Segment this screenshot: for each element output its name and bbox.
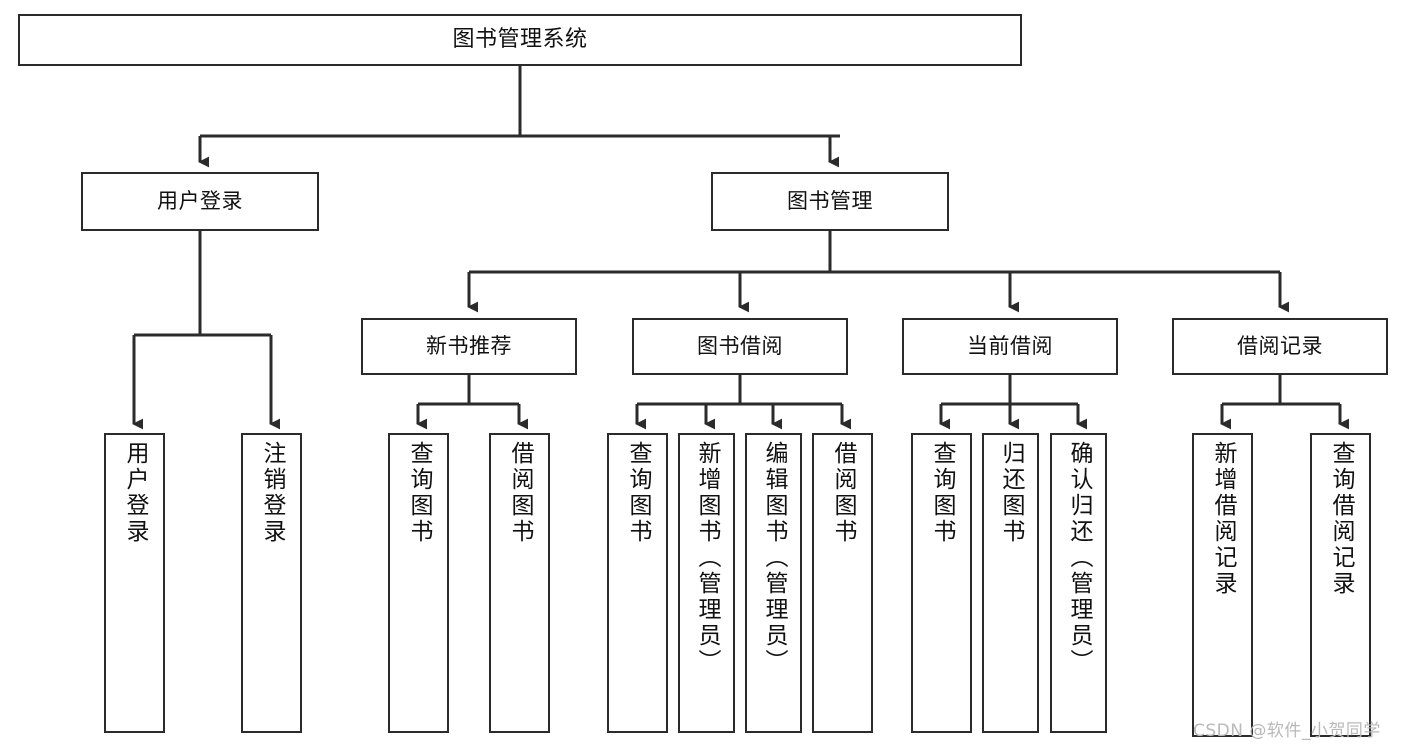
leaf-borrow-book-newbook[interactable]: 借阅图书	[489, 433, 550, 733]
leaf-borrow-book-borrow[interactable]: 借阅图书	[812, 433, 873, 733]
leaf-edit-book-admin-label: 编辑图书（管理员）	[761, 441, 787, 675]
leaf-query-book-borrow[interactable]: 查询图书	[607, 433, 668, 733]
csdn-watermark: CSDN @软件_小贺同学	[1193, 721, 1381, 741]
node-book-management[interactable]: 图书管理	[711, 172, 949, 231]
node-borrow-record-label: 借阅记录	[1237, 334, 1323, 359]
leaf-query-book-newbook[interactable]: 查询图书	[388, 433, 449, 733]
leaf-add-borrow-record-label: 新增借阅记录	[1210, 441, 1236, 597]
leaf-borrow-book-borrow-label: 借阅图书	[830, 441, 856, 545]
leaf-query-book-borrow-label: 查询图书	[625, 441, 651, 545]
leaf-query-borrow-record-label: 查询借阅记录	[1328, 441, 1354, 597]
leaf-query-borrow-record[interactable]: 查询借阅记录	[1310, 433, 1371, 737]
leaf-confirm-return-admin[interactable]: 确认归还（管理员）	[1050, 433, 1107, 733]
node-user-login-label: 用户登录	[157, 189, 243, 214]
node-user-login[interactable]: 用户登录	[81, 172, 319, 231]
node-borrow-record[interactable]: 借阅记录	[1172, 318, 1388, 375]
leaf-logout-label: 注销登录	[259, 441, 285, 545]
node-current-borrow-label: 当前借阅	[967, 334, 1053, 359]
node-book-management-label: 图书管理	[787, 189, 873, 214]
leaf-logout[interactable]: 注销登录	[241, 433, 302, 733]
node-book-borrow[interactable]: 图书借阅	[632, 318, 848, 375]
leaf-query-book-current-label: 查询图书	[929, 441, 955, 545]
leaf-user-login-label: 用户登录	[122, 441, 148, 545]
node-root-system-label: 图书管理系统	[452, 27, 588, 53]
leaf-user-login[interactable]: 用户登录	[104, 433, 165, 733]
node-current-borrow[interactable]: 当前借阅	[902, 318, 1118, 375]
leaf-query-book-current[interactable]: 查询图书	[911, 433, 972, 733]
leaf-add-book-admin[interactable]: 新增图书（管理员）	[678, 433, 735, 733]
node-new-book-recommend-label: 新书推荐	[426, 334, 512, 359]
leaf-add-borrow-record[interactable]: 新增借阅记录	[1192, 433, 1253, 737]
leaf-return-book[interactable]: 归还图书	[982, 433, 1039, 733]
leaf-query-book-newbook-label: 查询图书	[406, 441, 432, 545]
node-book-borrow-label: 图书借阅	[697, 334, 783, 359]
leaf-edit-book-admin[interactable]: 编辑图书（管理员）	[745, 433, 802, 733]
node-new-book-recommend[interactable]: 新书推荐	[361, 318, 577, 375]
leaf-borrow-book-newbook-label: 借阅图书	[507, 441, 533, 545]
node-root-system[interactable]: 图书管理系统	[18, 14, 1022, 66]
leaf-add-book-admin-label: 新增图书（管理员）	[694, 441, 720, 675]
leaf-confirm-return-admin-label: 确认归还（管理员）	[1066, 441, 1092, 675]
leaf-return-book-label: 归还图书	[998, 441, 1024, 545]
